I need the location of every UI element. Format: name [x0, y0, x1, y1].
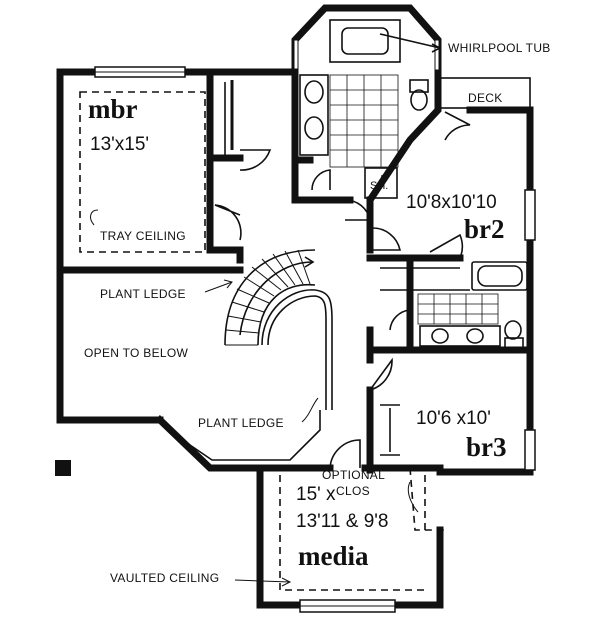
toilet-master — [409, 79, 429, 111]
br2-room-size: 10'8x10'10 — [406, 192, 497, 213]
plant-ledge-lower-label: PLANT LEDGE — [198, 416, 284, 430]
optional-clos-label-1: OPTIONAL — [322, 468, 385, 482]
leader-arrows — [90, 174, 419, 587]
column-block — [55, 460, 71, 476]
master-vanity — [299, 74, 329, 156]
br3-room-name: br3 — [466, 432, 507, 462]
media-room-size-2: 13'11 & 9'8 — [296, 511, 388, 532]
deck-label: DECK — [468, 91, 503, 105]
tray-ceiling-label: TRAY CEILING — [100, 229, 186, 243]
dashed-outlines — [79, 91, 445, 591]
open-to-below-label: OPEN TO BELOW — [84, 346, 189, 360]
optional-clos-label-2: CLOS — [336, 484, 370, 498]
labels: WHIRLPOOL TUB DECK SH. mbr 13'x15' TRAY … — [84, 41, 551, 585]
whirlpool-tub — [329, 19, 442, 63]
vaulted-ceiling-label: VAULTED CEILING — [110, 571, 219, 585]
whirlpool-tub-label: WHIRLPOOL TUB — [448, 41, 551, 55]
deck — [439, 77, 531, 109]
curved-stair — [224, 249, 333, 410]
plant-ledge-upper-label: PLANT LEDGE — [100, 287, 186, 301]
br3-room-size: 10'6 x10' — [416, 408, 491, 429]
shower-label: SH. — [370, 180, 388, 192]
bath-tile-floor — [329, 74, 399, 168]
media-room-size-1: 15' x — [296, 484, 336, 505]
mbr-room-size: 13'x15' — [90, 134, 149, 155]
door-swings — [214, 111, 471, 469]
media-room-name: media — [298, 541, 369, 571]
mbr-room-name: mbr — [88, 94, 138, 124]
windows — [94, 39, 536, 613]
shower — [364, 167, 398, 199]
plant-ledge-bay — [164, 410, 321, 461]
br2-room-name: br2 — [464, 214, 505, 244]
interior-walls — [206, 68, 534, 474]
closet-details — [224, 82, 470, 456]
second-bath — [417, 261, 528, 349]
